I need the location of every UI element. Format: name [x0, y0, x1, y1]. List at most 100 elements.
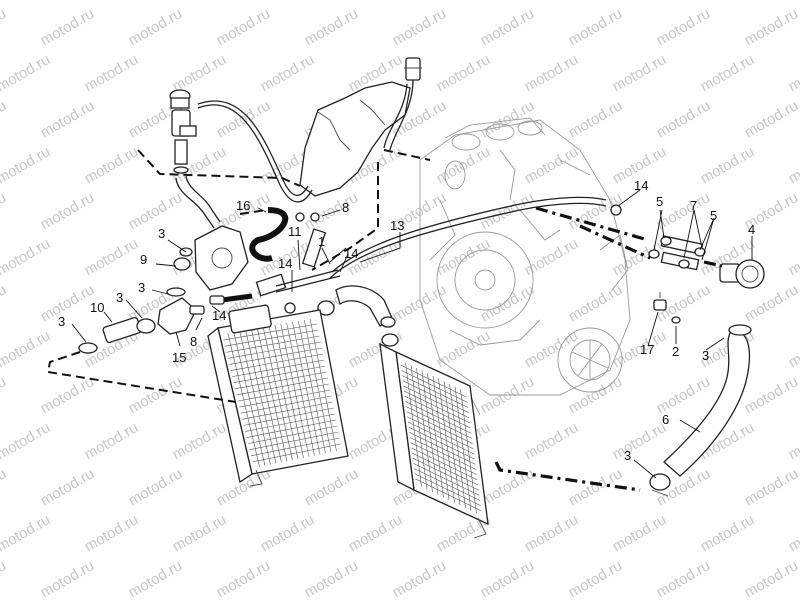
watermark-text: motod.ru	[654, 373, 714, 417]
callout-5: 5	[656, 194, 663, 209]
watermark-text: motod.ru	[786, 419, 800, 463]
radiator-fin	[251, 437, 340, 457]
watermark-text: motod.ru	[82, 419, 142, 463]
callout-13: 13	[390, 218, 404, 233]
watermark-text: motod.ru	[0, 373, 9, 417]
watermark-text: motod.ru	[38, 97, 98, 141]
watermark-text: motod.ru	[302, 557, 362, 600]
callout-4: 4	[748, 222, 755, 237]
radiator-fin	[248, 425, 338, 444]
hose-16	[249, 207, 289, 262]
radiator-fin	[226, 335, 320, 353]
callout-14: 14	[344, 246, 358, 261]
watermark-text: motod.ru	[610, 511, 670, 555]
watermark-text: motod.ru	[478, 557, 538, 600]
watermark-text: motod.ru	[434, 0, 494, 3]
watermark-text: motod.ru	[698, 511, 758, 555]
watermark-text: motod.ru	[170, 51, 230, 95]
watermark-text: motod.ru	[38, 189, 98, 233]
watermark-text: motod.ru	[38, 465, 98, 509]
pump-cover	[173, 225, 249, 291]
right-radiator	[379, 333, 489, 539]
watermark-text: motod.ru	[82, 143, 142, 187]
radiator-fin	[229, 347, 322, 365]
radiator-fin	[415, 478, 482, 512]
callout-16: 16	[236, 198, 250, 213]
watermark-text: motod.ru	[214, 557, 274, 600]
radiator-fin	[412, 457, 479, 491]
watermark-text: motod.ru	[654, 5, 714, 49]
watermark-text: motod.ru	[786, 143, 800, 187]
watermark-text: motod.ru	[126, 373, 186, 417]
watermark-text: motod.ru	[786, 327, 800, 371]
watermark-text: motod.ru	[610, 235, 670, 279]
long-tube-13	[329, 196, 607, 279]
vent-hose	[197, 100, 313, 203]
watermark-text: motod.ru	[698, 143, 758, 187]
watermark-text: motod.ru	[38, 557, 98, 600]
watermark-text: motod.ru	[522, 511, 582, 555]
callout-14: 14	[212, 308, 226, 323]
watermark-text: motod.ru	[126, 465, 186, 509]
watermark-text: motod.ru	[302, 189, 362, 233]
radiator-fin	[414, 473, 481, 506]
watermark-text: motod.ru	[0, 327, 53, 371]
radiator-fin	[243, 407, 334, 426]
callout-9: 9	[140, 252, 147, 267]
callout-3: 3	[158, 226, 165, 241]
radiator-fin	[406, 411, 473, 444]
radiator-fin	[232, 359, 325, 377]
right-pipes	[610, 204, 706, 271]
watermark-text: motod.ru	[0, 189, 9, 233]
watermark-text: motod.ru	[566, 97, 626, 141]
watermark-text: motod.ru	[0, 235, 53, 279]
watermark-text: motod.ru	[0, 557, 9, 600]
radiator-fin	[240, 395, 332, 414]
small-pipes	[221, 212, 341, 303]
watermark-text: motod.ru	[38, 5, 98, 49]
watermark-text: motod.ru	[0, 419, 53, 463]
callout-5: 5	[710, 208, 717, 223]
radiator-fin	[252, 443, 341, 463]
watermark-text: motod.ru	[346, 0, 406, 3]
callout-3: 3	[138, 280, 145, 295]
callout-7: 7	[690, 198, 697, 213]
radiator-fin	[249, 431, 339, 451]
watermark-text: motod.ru	[610, 51, 670, 95]
watermark-text: motod.ru	[566, 557, 626, 600]
radiator-fin	[411, 452, 479, 486]
callout-3: 3	[58, 314, 65, 329]
radiator-fin	[242, 401, 333, 420]
radiator-fin	[407, 416, 474, 450]
watermark-text: motod.ru	[82, 0, 142, 3]
watermark-text: motod.ru	[742, 5, 800, 49]
watermark-text: motod.ru	[390, 281, 450, 325]
watermark-text: motod.ru	[522, 0, 582, 3]
thermostat-cover	[719, 259, 765, 289]
watermark-text: motod.ru	[478, 281, 538, 325]
watermark-text: motod.ru	[302, 465, 362, 509]
watermark-text: motod.ru	[82, 51, 142, 95]
watermark-text: motod.ru	[214, 5, 274, 49]
radiator-fin	[407, 421, 475, 455]
watermark-text: motod.ru	[698, 51, 758, 95]
watermark-text: motod.ru	[566, 5, 626, 49]
watermark-text: motod.ru	[170, 0, 230, 3]
watermark-text: motod.ru	[566, 373, 626, 417]
radiator-fin	[223, 323, 318, 341]
watermark-text: motod.ru	[346, 511, 406, 555]
radiator-fin	[401, 370, 468, 403]
radiator-fin	[413, 463, 480, 496]
callout-11: 11	[288, 224, 302, 239]
watermark-text: motod.ru	[0, 5, 9, 49]
watermark-text: motod.ru	[0, 143, 53, 187]
callout-10: 10	[90, 300, 104, 315]
radiator-fin	[239, 389, 331, 408]
radiator-fin	[409, 437, 477, 470]
watermark-text: motod.ru	[0, 0, 53, 3]
watermark-text: motod.ru	[258, 0, 318, 3]
radiator-fin	[236, 377, 328, 396]
callout-2: 2	[672, 344, 679, 359]
watermark-text: motod.ru	[610, 0, 670, 3]
radiator-fin	[237, 383, 330, 402]
